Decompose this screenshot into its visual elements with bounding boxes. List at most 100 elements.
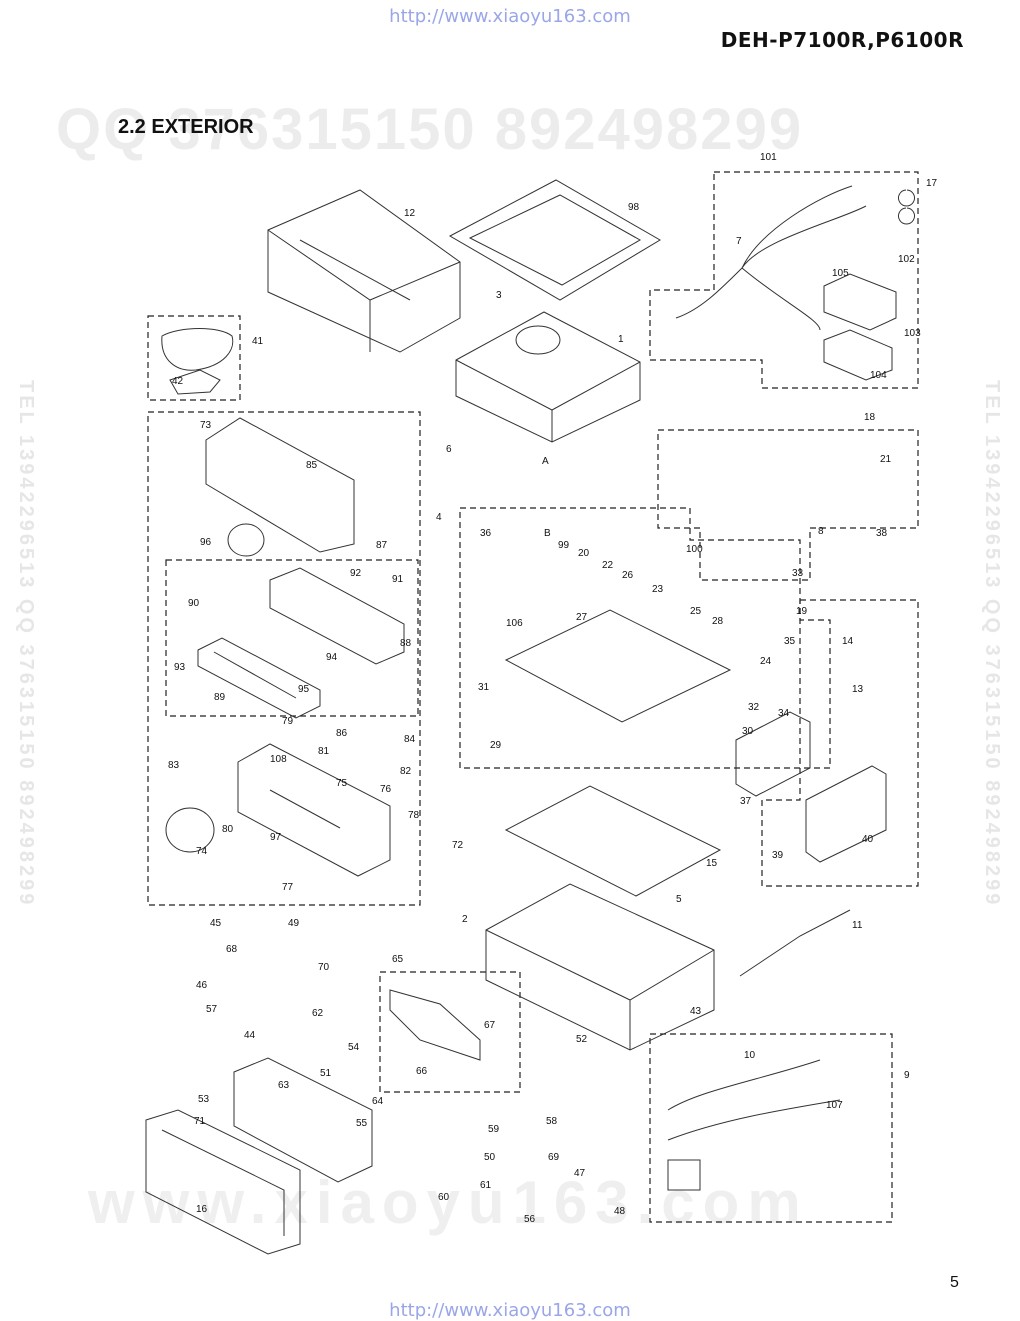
callout-28: 28 — [712, 616, 724, 627]
callout-22: 22 — [602, 560, 614, 571]
part-board-40 — [805, 765, 887, 863]
callout-11: 11 — [852, 920, 863, 931]
part-remote-41 — [161, 328, 234, 395]
callout-4: 4 — [436, 512, 442, 523]
callout-44: 44 — [244, 1030, 256, 1041]
callout-106: 106 — [506, 618, 523, 629]
callout-85: 85 — [306, 460, 318, 471]
callout-43: 43 — [690, 1006, 702, 1017]
callout-2: 2 — [462, 914, 468, 925]
callout-75: 75 — [336, 778, 348, 789]
callout-49: 49 — [288, 918, 300, 929]
callout-33: 33 — [792, 568, 804, 579]
part-box-104 — [823, 329, 893, 381]
callout-62: 62 — [312, 1008, 324, 1019]
callout-13: 13 — [852, 684, 864, 695]
callout-93: 93 — [174, 662, 186, 673]
callout-12: 12 — [404, 208, 416, 219]
callout-7: 7 — [736, 236, 742, 247]
group-outlines — [147, 171, 919, 1223]
watermark-side-right: TEL 13942296513 QQ 376315150 892498299 — [981, 380, 1003, 908]
callout-88: 88 — [400, 638, 412, 649]
part-shapes — [145, 179, 915, 1255]
callout-65: 65 — [392, 954, 404, 965]
group-outline-101 — [649, 171, 919, 389]
callout-77: 77 — [282, 882, 294, 893]
callout-54: 54 — [348, 1042, 360, 1053]
callout-108: 108 — [270, 754, 287, 765]
callout-59: 59 — [488, 1124, 500, 1135]
callout-99: 99 — [558, 540, 570, 551]
callout-63: 63 — [278, 1080, 290, 1091]
part-ring-74 — [165, 807, 215, 853]
callout-42: 42 — [172, 376, 184, 387]
callout-19: 19 — [796, 606, 808, 617]
callout-39: 39 — [772, 850, 784, 861]
callout-46: 46 — [196, 980, 208, 991]
callout-51: 51 — [320, 1068, 332, 1079]
part-bracket-65 — [389, 989, 481, 1061]
callout-53: 53 — [198, 1094, 210, 1105]
callout-58: 58 — [546, 1116, 558, 1127]
callout-16: 16 — [196, 1204, 208, 1215]
callout-92: 92 — [350, 568, 362, 579]
callout-102: 102 — [898, 254, 915, 265]
callout-25: 25 — [690, 606, 702, 617]
part-knob-96 — [227, 523, 265, 557]
part-chassis-case-12 — [267, 189, 461, 353]
group-outline-87 — [165, 559, 419, 717]
callout-38: 38 — [876, 528, 888, 539]
callout-80: 80 — [222, 824, 234, 835]
callout-82: 82 — [400, 766, 412, 777]
part-cd-mechanism-1 — [455, 311, 641, 443]
part-bezel-16 — [145, 1109, 301, 1255]
callout-47: 47 — [574, 1168, 586, 1179]
part-antenna-11 — [739, 909, 851, 977]
watermark-bottom: www.xiaoyu163.com — [88, 1169, 809, 1236]
callout-105: 105 — [832, 268, 849, 279]
group-outline-control-panel — [147, 411, 421, 906]
callout-48: 48 — [614, 1206, 626, 1217]
callout-45: 45 — [210, 918, 222, 929]
callout-79: 79 — [282, 716, 294, 727]
callout-104: 104 — [870, 370, 887, 381]
group-outline-65 — [379, 971, 521, 1093]
callout-100: 100 — [686, 544, 703, 555]
callout-81: 81 — [318, 746, 330, 757]
group-outline-41 — [147, 315, 241, 401]
callout-55: 55 — [356, 1118, 368, 1129]
callout-70: 70 — [318, 962, 330, 973]
callout-8: 8 — [818, 526, 824, 537]
part-lcd-board-92 — [269, 567, 405, 665]
callout-76: 76 — [380, 784, 392, 795]
source-url-top[interactable]: http://www.xiaoyu163.com — [389, 6, 631, 27]
callout-5: 5 — [676, 894, 682, 905]
callout-78: 78 — [408, 810, 420, 821]
callout-89: 89 — [214, 692, 226, 703]
callout-17: 17 — [926, 178, 938, 189]
watermark-qq: QQ 376315150 892498299 — [56, 97, 804, 162]
part-grille-15 — [504, 785, 722, 897]
callout-35: 35 — [784, 636, 796, 647]
callout-84: 84 — [404, 734, 416, 745]
callout-66: 66 — [416, 1066, 428, 1077]
callout-15: 15 — [706, 858, 718, 869]
part-shield-98 — [448, 179, 661, 301]
part-frame-43 — [485, 883, 715, 1051]
callout-labels: 1234567891011121314151617181920212223242… — [168, 152, 938, 1225]
callout-95: 95 — [298, 684, 310, 695]
callout-57: 57 — [206, 1004, 218, 1015]
part-box-105 — [823, 273, 897, 331]
callout-37: 37 — [740, 796, 752, 807]
callout-26: 26 — [622, 570, 634, 581]
callout-27: 27 — [576, 612, 588, 623]
callout-94: 94 — [326, 652, 338, 663]
callout-31: 31 — [478, 682, 490, 693]
callout-64: 64 — [372, 1096, 384, 1107]
callout-1: 1 — [618, 334, 624, 345]
callout-74: 74 — [196, 846, 208, 857]
section-title: 2.2 EXTERIOR — [118, 116, 254, 138]
source-url-bottom[interactable]: http://www.xiaoyu163.com — [389, 1300, 631, 1321]
callout-50: 50 — [484, 1152, 496, 1163]
callout-32: 32 — [748, 702, 760, 713]
